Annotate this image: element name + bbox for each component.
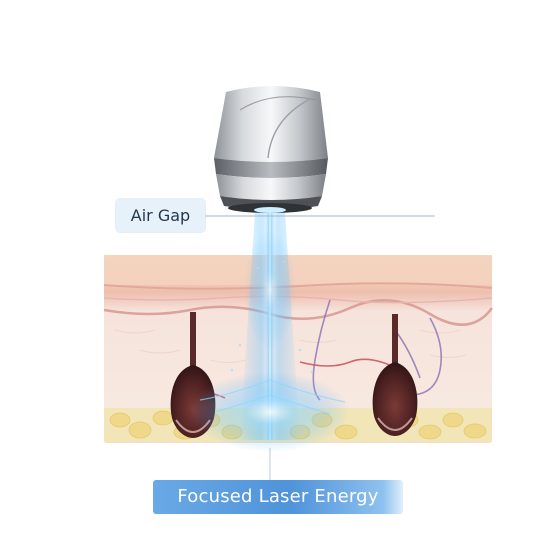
laser-beam	[190, 212, 350, 452]
focused-laser-energy-label: Focused Laser Energy	[153, 480, 403, 514]
laser-handpiece-icon	[214, 86, 328, 213]
air-gap-label: Air Gap	[116, 199, 205, 232]
hair-follicle-right	[372, 314, 418, 436]
